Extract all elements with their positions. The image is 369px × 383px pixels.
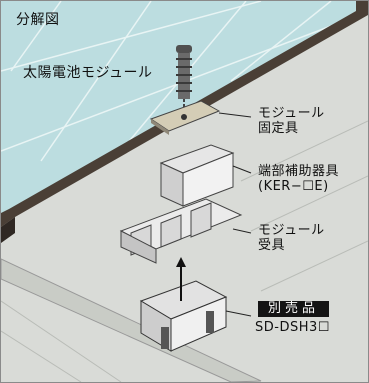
panel-glass (1, 1, 356, 215)
leader-fixture (218, 112, 252, 118)
roof-lines (1, 120, 368, 382)
label-module-receiver-line1: モジュール (258, 223, 325, 238)
label-separate-model: SD-DSH3☐ (255, 320, 330, 335)
diagram-title: 分解図 (16, 12, 60, 28)
label-module-fixture: モジュール 固定具 (258, 106, 325, 136)
label-solar-module: 太陽電池モジュール (23, 65, 153, 81)
label-module-receiver: モジュール 受具 (258, 223, 325, 253)
label-module-fixture-line1: モジュール (258, 106, 325, 121)
bolt-assembly (176, 45, 192, 113)
label-module-fixture-line2: 固定具 (258, 121, 299, 136)
sold-separately-badge: 別売品 (258, 301, 330, 317)
separate-base (139, 257, 252, 352)
module-fixture-plate-side (151, 119, 169, 135)
panel-frame-edge (1, 217, 15, 243)
label-end-aux-line1: 端部補助器具 (258, 164, 340, 179)
panel-cell-grid (1, 1, 332, 162)
label-module-receiver-line2: 受具 (258, 238, 286, 253)
end-aux-bracket (159, 144, 252, 207)
label-end-aux-bracket: 端部補助器具 (KER−☐E) (258, 164, 339, 194)
module-receiver (119, 198, 252, 264)
label-end-aux-line2: (KER−☐E) (258, 179, 329, 194)
